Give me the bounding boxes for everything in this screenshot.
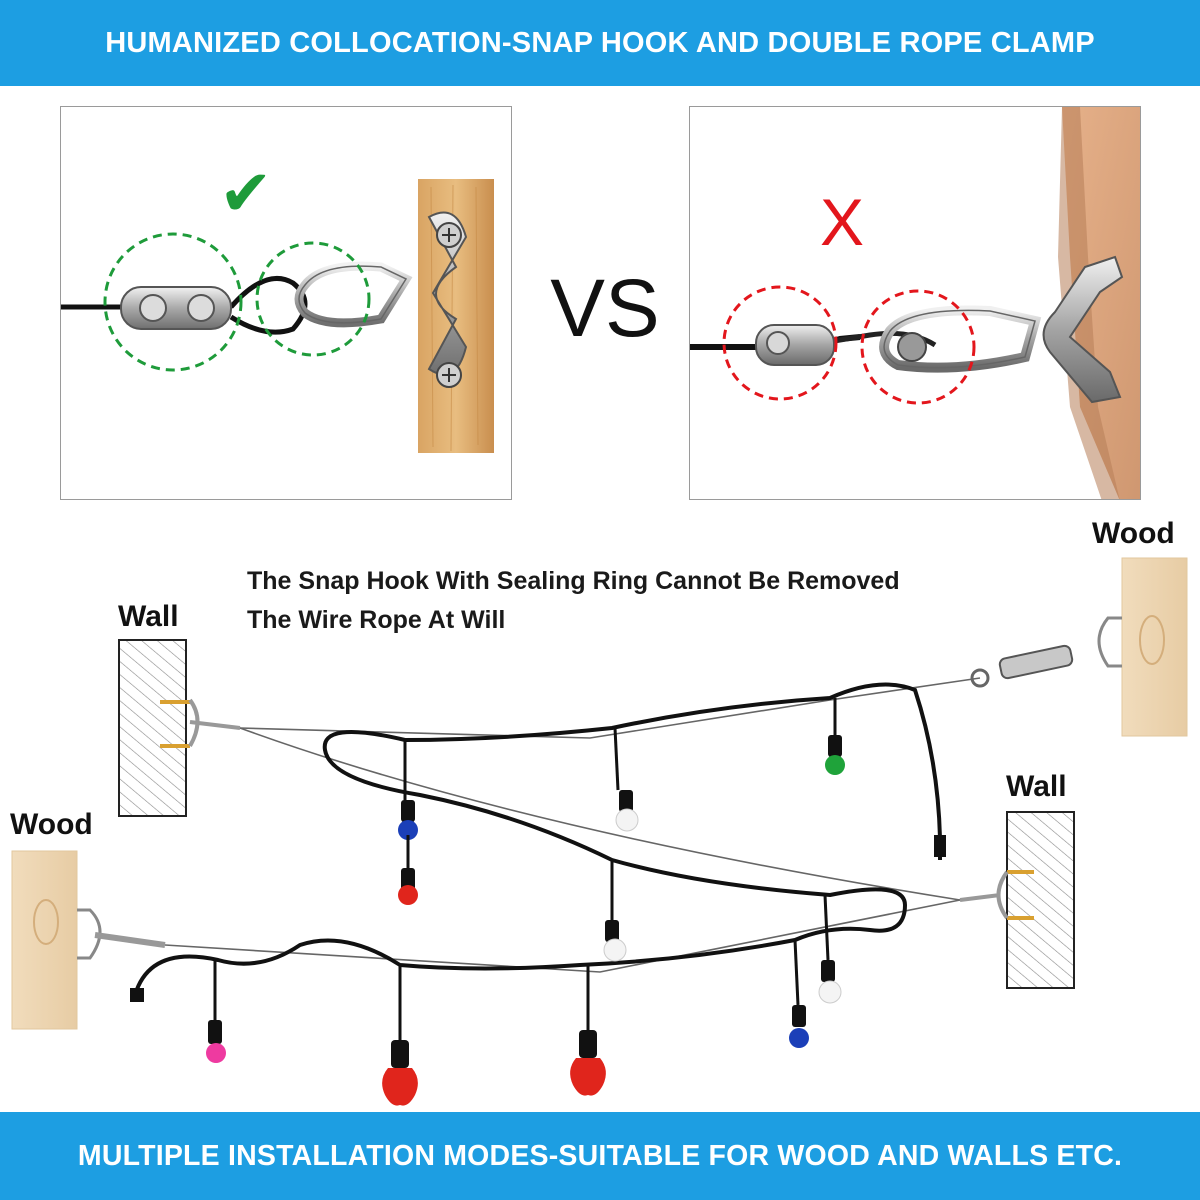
label-wood-left: Wood <box>10 808 93 841</box>
wall-left <box>118 639 187 817</box>
string-light-cable <box>133 682 942 996</box>
note-line-1: The Snap Hook With Sealing Ring Cannot B… <box>247 567 900 595</box>
bulb-red-large <box>382 965 418 1106</box>
bulb-pink <box>206 960 226 1063</box>
installation-note: The Snap Hook With Sealing Ring Cannot B… <box>247 562 900 640</box>
bulb-white <box>613 727 639 832</box>
wire-rope-upper <box>239 677 981 739</box>
highlight-circle <box>103 232 243 372</box>
label-wood-right: Wood <box>1092 517 1175 550</box>
bulb-red <box>398 835 418 905</box>
wood-block-right <box>1121 557 1188 737</box>
cross-icon: X <box>820 185 864 259</box>
double-rope-clamp <box>120 286 232 330</box>
wire-rope-lower <box>164 899 961 973</box>
footer-title: MULTIPLE INSTALLATION MODES-SUITABLE FOR… <box>77 1139 1123 1172</box>
bulb-green <box>825 698 845 775</box>
label-wall-right: Wall <box>1006 770 1067 803</box>
wall-right <box>1006 811 1075 989</box>
vs-label: VS <box>550 263 660 354</box>
wood-block-left <box>11 850 78 1030</box>
highlight-circle <box>860 289 976 405</box>
header-title: HUMANIZED COLLOCATION-SNAP HOOK AND DOUB… <box>105 26 1095 59</box>
connector-icon <box>130 988 144 1002</box>
snap-hook <box>94 932 166 948</box>
highlight-circle <box>722 285 838 401</box>
label-wall-left: Wall <box>118 600 179 633</box>
bulb-white <box>603 860 627 962</box>
header-banner: HUMANIZED COLLOCATION-SNAP HOOK AND DOUB… <box>0 0 1200 86</box>
plug-icon <box>934 835 946 857</box>
bulb-blue <box>789 939 809 1048</box>
footer-banner: MULTIPLE INSTALLATION MODES-SUITABLE FOR… <box>0 1112 1200 1200</box>
snap-hook <box>294 261 413 328</box>
turnbuckle <box>998 644 1074 680</box>
bulb-blue <box>398 740 418 840</box>
wire-rope-diagonal <box>239 727 961 901</box>
eye-plate <box>959 870 1009 920</box>
eye-plate <box>1042 255 1124 404</box>
bulb-red-large <box>570 965 606 1096</box>
check-icon: ✔ <box>219 157 273 231</box>
eye-plate <box>188 698 241 747</box>
wrong-installation-panel: X <box>689 106 1141 500</box>
correct-installation-panel: ✔ <box>60 106 512 500</box>
highlight-circle <box>255 241 371 357</box>
correct-installation-illustration: ✔ <box>61 157 494 453</box>
bulb-white <box>818 894 842 1004</box>
note-line-2: The Wire Rope At Will <box>247 606 506 634</box>
wrong-installation-illustration: X <box>690 107 1140 499</box>
double-rope-clamp <box>755 324 835 366</box>
